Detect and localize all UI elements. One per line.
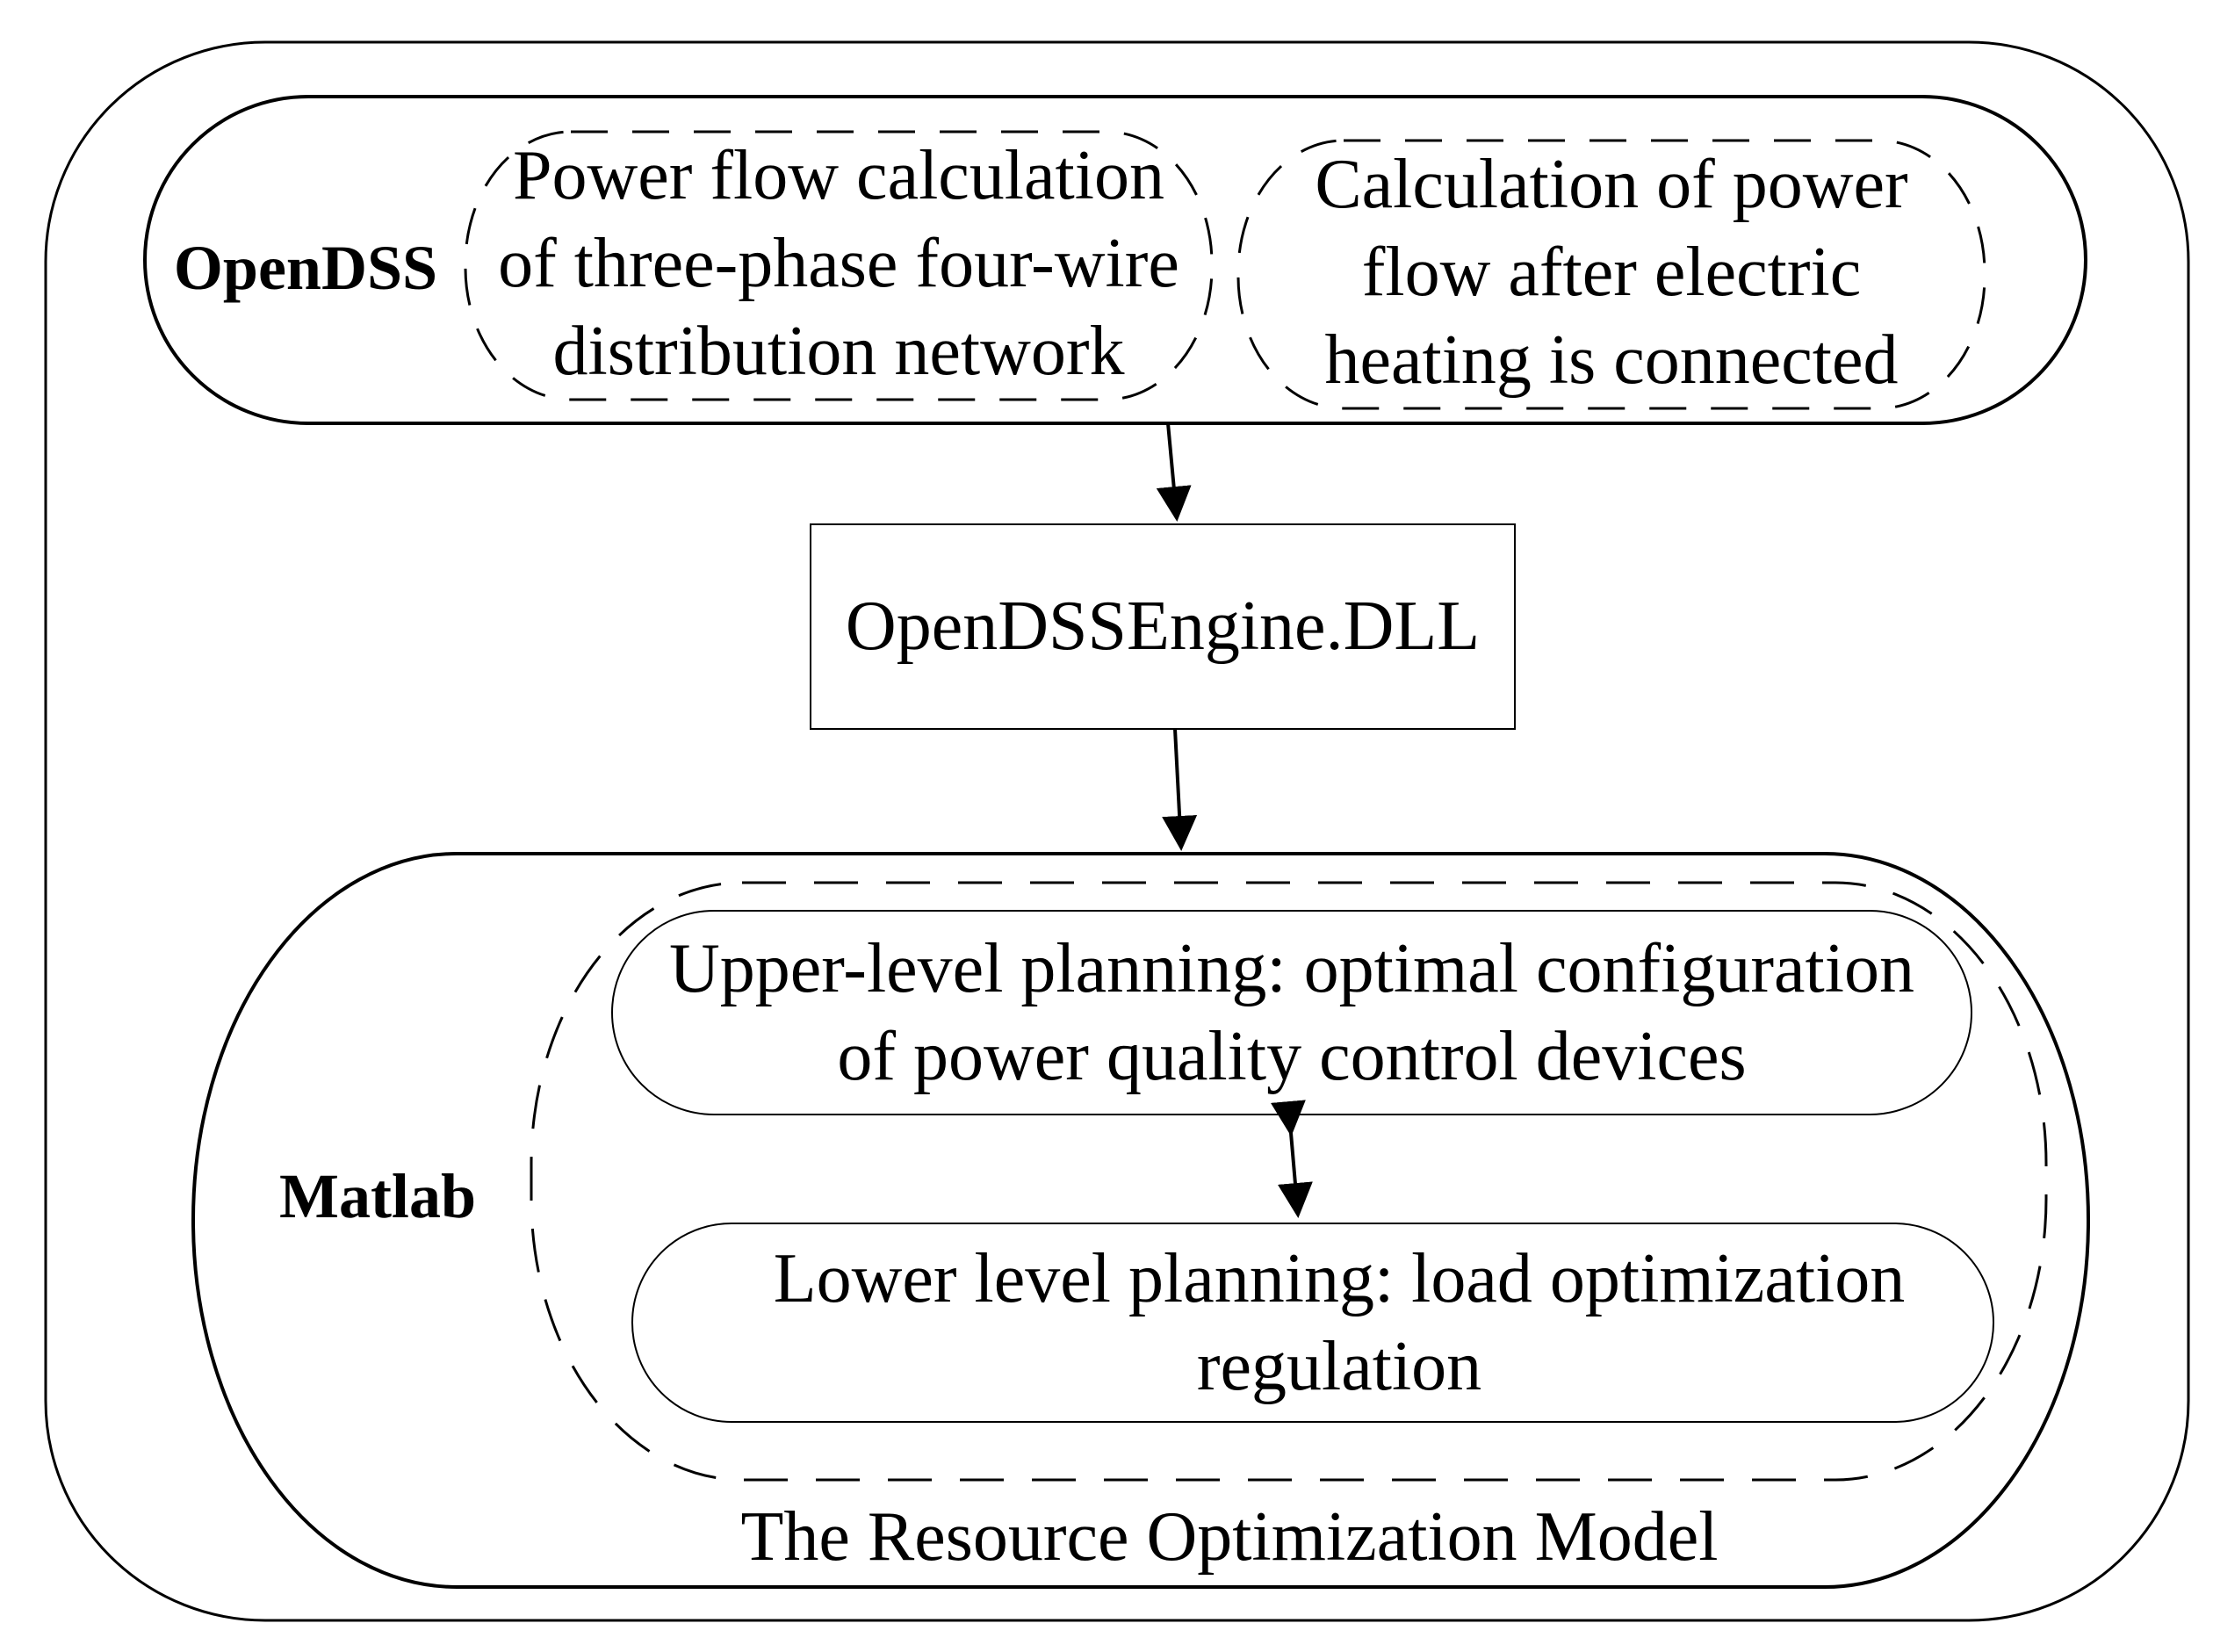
matlab-container [191, 852, 2090, 1589]
engine-box [810, 523, 1516, 730]
opendss-powerflow-text: Power flow calculation of three-phase fo… [474, 132, 1203, 395]
lower-planning-line-1: Lower level planning: load optimization [773, 1240, 1906, 1317]
opendss-heating-line-1: Calculation of power [1315, 146, 1908, 223]
upper-planning-text: Upper-level planning: optimal configurat… [612, 925, 1972, 1100]
opendss-powerflow-line-1: Power flow calculation [513, 137, 1164, 214]
lower-planning-box [631, 1223, 1994, 1423]
lower-planning-line-2: regulation [1196, 1328, 1482, 1405]
model-caption: The Resource Optimization Model [740, 1498, 1719, 1576]
opendss-powerflow-line-3: distribution network [552, 313, 1125, 390]
opendss-heating-text: Calculation of power flow after electric… [1247, 141, 1976, 404]
opendss-powerflow-line-2: of three-phase four-wire [498, 225, 1179, 302]
matlab-planning-group [530, 881, 2048, 1482]
lower-planning-text: Lower level planning: load optimization … [685, 1235, 1993, 1410]
outer-frame [44, 40, 2190, 1622]
bidirectional-arrow [1270, 1100, 1313, 1218]
opendss-heating-line-3: heating is connected [1324, 321, 1899, 399]
matlab-label: Matlab [279, 1161, 476, 1231]
opendss-container [143, 95, 2087, 425]
opendss-label: OpenDSS [173, 233, 438, 303]
upper-planning-line-1: Upper-level planning: optimal configurat… [668, 930, 1914, 1007]
upper-planning-line-2: of power quality control devices [837, 1018, 1747, 1095]
engine-label: OpenDSSEngine.DLL [845, 588, 1481, 665]
arrow-opendss-to-engine [1156, 422, 1192, 522]
arrow-engine-to-matlab [1162, 728, 1198, 851]
opendss-powerflow-box [464, 130, 1214, 401]
opendss-heating-box [1236, 139, 1986, 410]
opendss-heating-line-2: flow after electric [1361, 234, 1862, 311]
